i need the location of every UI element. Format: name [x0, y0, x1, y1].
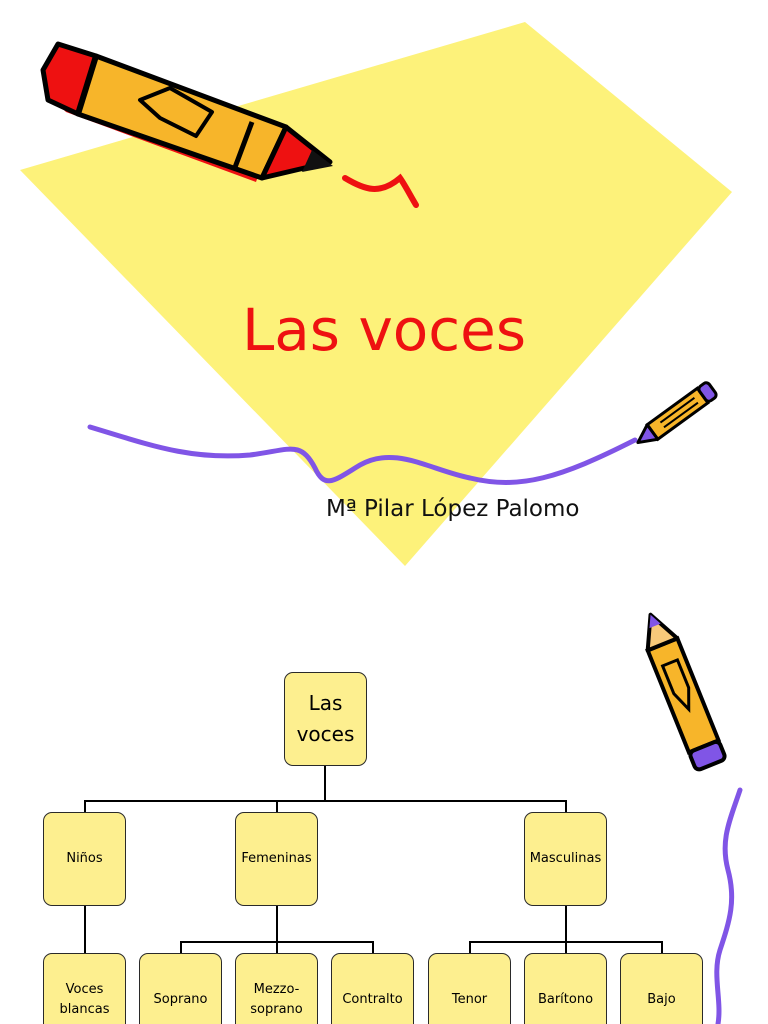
connector-bajo: [661, 941, 663, 953]
connector-tenor: [469, 941, 471, 953]
connector-masculinas: [565, 800, 567, 812]
connector-soprano: [180, 941, 182, 953]
org-chart-slide: Las voces Niños Femeninas Masculinas Voc…: [0, 580, 768, 1024]
node-baritono: Barítono: [524, 953, 607, 1024]
connector-femeninas: [276, 800, 278, 812]
title-slide: Las voces Mª Pilar López Palomo: [0, 0, 768, 580]
node-contralto: Contralto: [331, 953, 414, 1024]
node-ninos: Niños: [43, 812, 126, 906]
author-name: Mª Pilar López Palomo: [326, 496, 579, 522]
purple-vertical-wave: [717, 790, 740, 1024]
connector-ninos-down: [84, 906, 86, 954]
node-bajo: Bajo: [620, 953, 703, 1024]
slide-title: Las voces: [0, 296, 768, 364]
connector-masculinas-down: [565, 906, 567, 942]
node-masculinas: Masculinas: [524, 812, 607, 906]
connector-femeninas-down: [276, 906, 278, 942]
node-voces-blancas: Voces blancas: [43, 953, 126, 1024]
slide-graphics: [0, 0, 768, 580]
connector-contralto: [372, 941, 374, 953]
connector-mezzo: [276, 941, 278, 953]
node-mezzo-soprano: Mezzo- soprano: [235, 953, 318, 1024]
node-tenor: Tenor: [428, 953, 511, 1024]
connector-baritono: [565, 941, 567, 953]
node-femeninas: Femeninas: [235, 812, 318, 906]
connector-root-down: [324, 766, 326, 801]
node-soprano: Soprano: [139, 953, 222, 1024]
connector-main-horizontal: [84, 800, 566, 802]
small-pencil-icon: [633, 381, 718, 450]
node-root: Las voces: [284, 672, 367, 766]
connector-ninos: [84, 800, 86, 812]
vertical-pencil-icon: [636, 609, 726, 771]
